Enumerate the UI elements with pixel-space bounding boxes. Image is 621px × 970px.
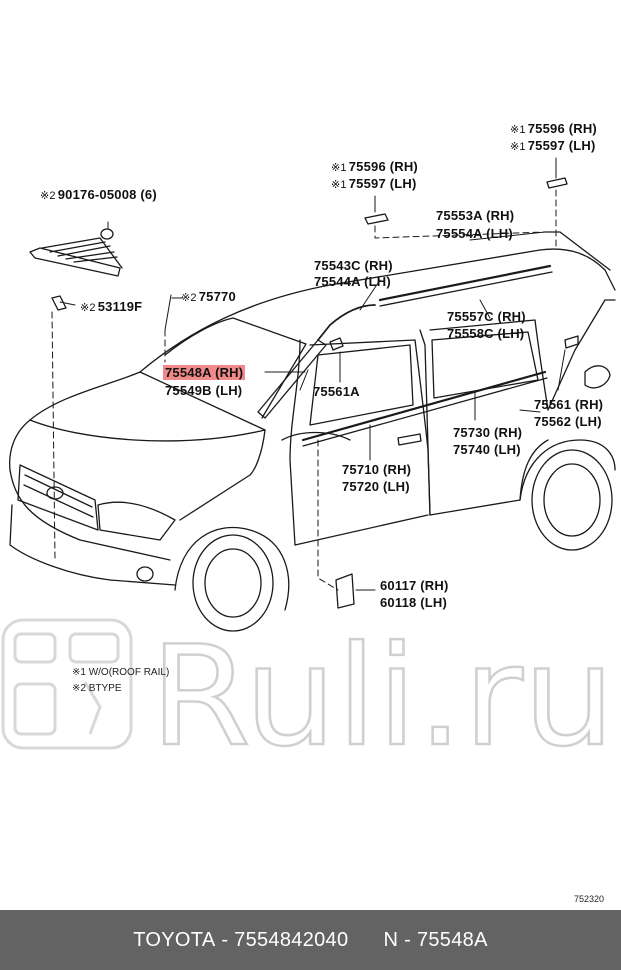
footer-ref: N - 75548A bbox=[383, 928, 488, 951]
label-75557c: 75557C (RH) bbox=[447, 309, 526, 324]
label-60118: 60118 (LH) bbox=[380, 595, 448, 610]
label-75544a: 75544A (LH) bbox=[314, 274, 391, 289]
label-75710: 75710 (RH) bbox=[342, 462, 412, 477]
label-75548a-highlighted: 75548A (RH) bbox=[163, 365, 246, 380]
note-1: ※1 W/O(ROOF RAIL) bbox=[72, 667, 170, 678]
clip-parts bbox=[329, 177, 579, 609]
leader-lines bbox=[59, 157, 566, 591]
footer-separator: - bbox=[215, 928, 235, 951]
label-75561a: 75561A bbox=[313, 384, 360, 399]
label-75543c: 75543C (RH) bbox=[314, 258, 393, 273]
footer-brand: TOYOTA bbox=[133, 928, 216, 951]
label-75554a: 75554A (LH) bbox=[436, 226, 513, 241]
footer-gap bbox=[348, 929, 383, 952]
cowl-panel bbox=[29, 228, 123, 311]
label-75730: 75730 (RH) bbox=[453, 425, 523, 440]
vehicle-outline bbox=[9, 231, 616, 632]
parts-diagram bbox=[9, 157, 616, 632]
label-75561: 75561 (RH) bbox=[534, 397, 604, 412]
footer-bar: TOYOTA - 7554842040 N - 75548A bbox=[0, 910, 621, 970]
dashed-guides bbox=[51, 189, 557, 591]
label-75562: 75562 (LH) bbox=[534, 414, 602, 429]
figure-number: 752320 bbox=[574, 894, 605, 904]
label-60117: 60117 (RH) bbox=[380, 578, 449, 593]
label-75558c: 75558C (LH) bbox=[447, 326, 525, 341]
label-75553a: 75553A (RH) bbox=[436, 208, 515, 223]
note-2: ※2 BTYPE bbox=[72, 683, 122, 694]
label-75740: 75740 (LH) bbox=[453, 442, 521, 457]
footer-part-number: 7554842040 bbox=[234, 928, 349, 951]
label-75549b: 75549B (LH) bbox=[165, 383, 243, 398]
label-75720: 75720 (LH) bbox=[342, 479, 410, 494]
